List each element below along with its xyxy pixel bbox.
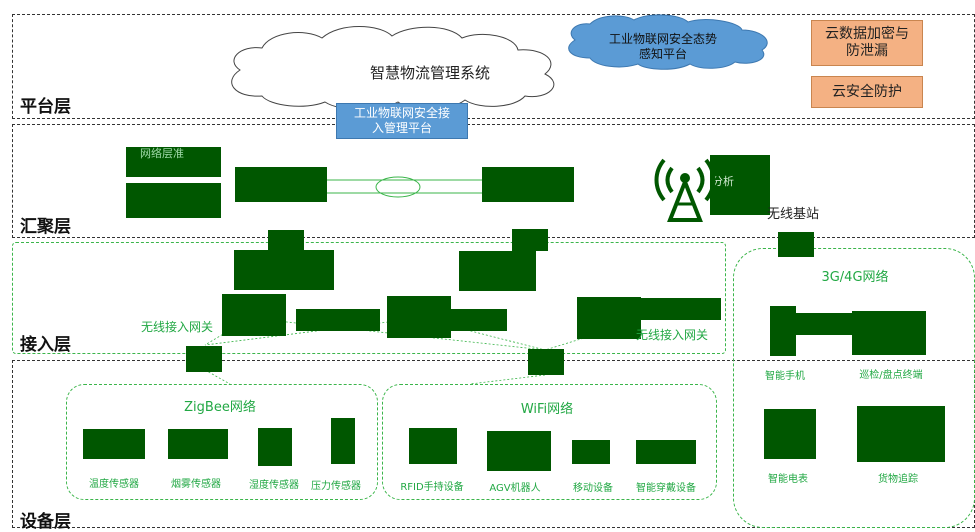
zigbee-device-temp bbox=[83, 429, 145, 459]
cellular-label-inspection: 巡检/盘点终端 bbox=[859, 370, 923, 381]
aggregation-analysis-block: 分析 bbox=[710, 155, 770, 215]
cloud-protection-box: 云安全防护 bbox=[811, 76, 923, 108]
access-mgmt-line2: 入管理平台 bbox=[371, 121, 432, 135]
access-switch-left-top bbox=[268, 230, 304, 250]
zigbee-label-smoke: 烟雾传感器 bbox=[171, 479, 221, 490]
cellular-device-meter bbox=[764, 409, 816, 459]
access-router-center bbox=[296, 309, 380, 331]
aggregation-switch-left bbox=[235, 167, 327, 202]
wifi-label-wearable: 智能穿戴设备 bbox=[636, 483, 696, 494]
cellular-label-phone: 智能手机 bbox=[765, 371, 805, 382]
wifi-device-mobile bbox=[572, 440, 610, 464]
wireless-tower-icon bbox=[654, 158, 716, 222]
cellular-device-phone bbox=[770, 306, 796, 356]
access-region bbox=[12, 242, 726, 354]
wifi-label-rfid: RFID手持设备 bbox=[400, 482, 464, 493]
wireless-gateway-right bbox=[577, 297, 641, 339]
zigbee-device-smoke bbox=[168, 429, 228, 459]
zigbee-coordinator bbox=[186, 346, 222, 372]
cellular-device-phone-ext bbox=[796, 313, 854, 335]
access-switch-right bbox=[459, 251, 536, 291]
zigbee-label-temp: 温度传感器 bbox=[89, 479, 139, 490]
zigbee-device-pressure bbox=[331, 418, 355, 464]
wifi-device-wearable bbox=[636, 440, 696, 464]
cloud-security-line1: 工业物联网安全态势 bbox=[608, 32, 717, 46]
base-station-connector bbox=[778, 232, 814, 257]
cloud-main-label: 智慧物流管理系统 bbox=[369, 64, 490, 82]
cloud-security-line2: 感知平台 bbox=[638, 47, 687, 61]
wifi-device-rfid bbox=[409, 428, 457, 464]
access-mgmt-platform: 工业物联网安全接 入管理平台 bbox=[336, 103, 468, 139]
wireless-gateway-left-label: 无线接入网关 bbox=[141, 320, 214, 334]
cloud-security-shape bbox=[568, 14, 768, 70]
access-switch-left bbox=[234, 250, 334, 290]
aggregation-frag-label: 网络层准 bbox=[140, 147, 184, 160]
wireless-gateway-right-ext bbox=[641, 298, 721, 320]
cloud-encryption-box: 云数据加密与 防泄漏 bbox=[811, 20, 923, 66]
layer-label-access: 接入层 bbox=[20, 335, 71, 355]
zigbee-label-pressure: 压力传感器 bbox=[311, 481, 361, 492]
zigbee-device-humidity bbox=[258, 428, 292, 466]
access-router-right-ext bbox=[451, 309, 507, 331]
analysis-frag-label: 分析 bbox=[712, 175, 734, 188]
wireless-gateway-right-label: 无线接入网关 bbox=[636, 328, 709, 342]
wifi-label-mobile: 移动设备 bbox=[573, 483, 613, 494]
zigbee-label-humidity: 湿度传感器 bbox=[249, 480, 299, 491]
cloud-main-shape bbox=[231, 26, 555, 110]
wireless-gateway-left bbox=[222, 294, 286, 336]
cellular-label-meter: 智能电表 bbox=[768, 474, 808, 485]
aggregation-switch-right bbox=[482, 167, 574, 202]
wifi-label-agv: AGV机器人 bbox=[489, 483, 541, 494]
cellular-title: 3G/4G网络 bbox=[821, 270, 889, 285]
layer-label-platform: 平台层 bbox=[20, 97, 71, 117]
cloud-encryption-line2: 防泄漏 bbox=[846, 43, 888, 59]
base-station-label: 无线基站 bbox=[767, 207, 820, 222]
wifi-device-agv bbox=[487, 431, 551, 471]
cellular-label-tracking: 货物追踪 bbox=[878, 474, 918, 485]
zigbee-title: ZigBee网络 bbox=[184, 400, 256, 415]
cellular-device-inspection bbox=[852, 311, 926, 355]
access-switch-right-top bbox=[512, 229, 548, 251]
wifi-title: WiFi网络 bbox=[520, 402, 574, 417]
access-router-right bbox=[387, 296, 451, 338]
cloud-security-label: 工业物联网安全态势 感知平台 bbox=[588, 32, 738, 62]
cloud-encryption-line1: 云数据加密与 bbox=[825, 26, 909, 42]
cellular-device-tracking bbox=[857, 406, 945, 462]
aggregation-block-left-top: 网络层准 bbox=[126, 147, 221, 177]
access-mgmt-line1: 工业物联网安全接 bbox=[353, 106, 450, 120]
aggregation-block-left-bottom bbox=[126, 183, 221, 218]
wifi-region bbox=[382, 384, 717, 500]
layer-label-aggregation: 汇聚层 bbox=[20, 217, 71, 237]
wifi-access-point bbox=[528, 349, 564, 375]
zigbee-region bbox=[66, 384, 378, 500]
